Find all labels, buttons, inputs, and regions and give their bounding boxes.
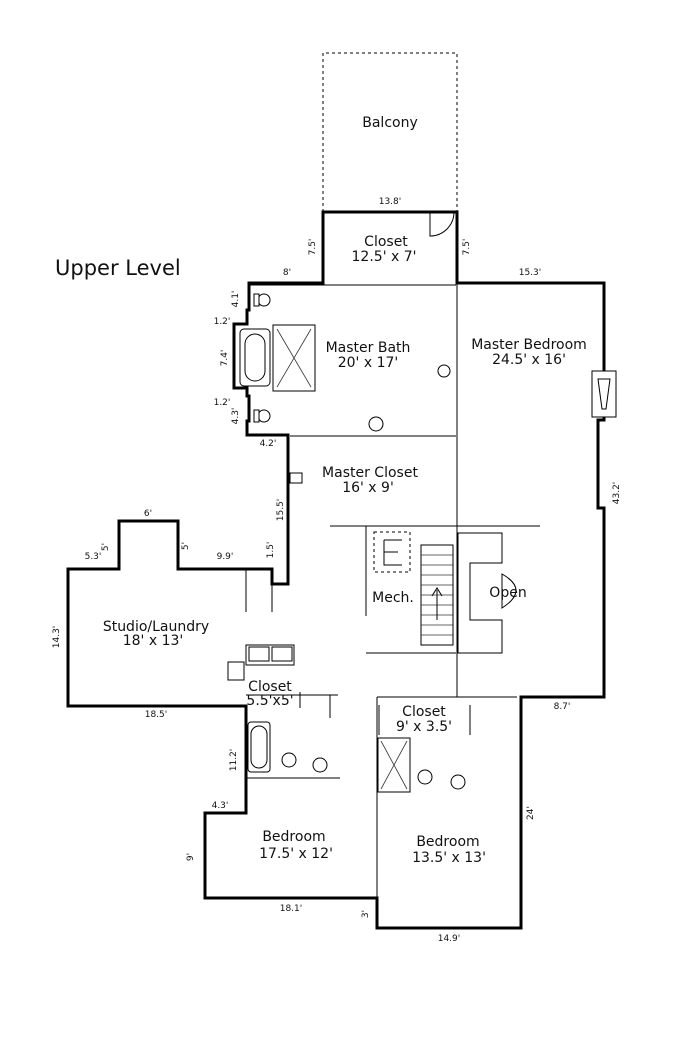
dim-label: 14.9' xyxy=(438,934,461,944)
fireplace-hearth xyxy=(597,378,611,410)
dim-label: 7.5' xyxy=(308,239,318,256)
master-bedroom-size: 24.5' x 16' xyxy=(492,352,566,368)
plan-title: Upper Level xyxy=(55,256,181,280)
studio-name: Studio/Laundry xyxy=(103,619,209,635)
bedroom-left-size: 17.5' x 12' xyxy=(259,846,333,862)
dim-label: 13.8' xyxy=(379,197,402,207)
dim-label: 18.5' xyxy=(145,710,168,720)
dim-label: 9.9' xyxy=(217,552,234,562)
bedroom-left-bath-fixtures xyxy=(247,721,328,773)
dimension-labels-vertical: 7.5' 7.5' 4.1' 7.4' 4.3' 15.5' 43.2' 5' … xyxy=(52,239,622,919)
dim-label: 7.5' xyxy=(462,239,472,256)
dim-label: 15.3' xyxy=(519,268,542,278)
dim-label: 8' xyxy=(283,268,291,278)
closet-small-name: Closet xyxy=(248,679,292,695)
dim-label: 1.2' xyxy=(214,317,231,327)
bedroom-left-name: Bedroom xyxy=(262,829,325,845)
closet-door xyxy=(429,211,455,237)
laundry-fixtures xyxy=(227,644,295,681)
dim-label: 4.1' xyxy=(231,291,241,308)
dim-label: 18.1' xyxy=(280,904,303,914)
dimension-labels: 13.8' 8' 15.3' 1.2' 1.2' 4.2' 6' 5.3' 9.… xyxy=(85,197,571,944)
dim-label: 4.2' xyxy=(260,439,277,449)
closet-right-name: Closet xyxy=(402,704,446,720)
dim-label: 9' xyxy=(186,853,196,861)
dim-label: 43.2' xyxy=(612,482,622,505)
bedroom-right-bath-fixtures xyxy=(377,737,466,793)
studio-size: 18' x 13' xyxy=(123,633,184,649)
open-label: Open xyxy=(489,585,526,601)
fireplace xyxy=(591,370,617,418)
closet-right-size: 9' x 3.5' xyxy=(396,719,452,735)
dim-label: 14.3' xyxy=(52,626,62,649)
master-bath-size: 20' x 17' xyxy=(338,355,399,371)
dim-label: 4.3' xyxy=(212,801,229,811)
master-closet-size: 16' x 9' xyxy=(342,480,394,496)
dim-label: 6' xyxy=(144,509,152,519)
bedroom-right-name: Bedroom xyxy=(416,834,479,850)
master-bedroom-name: Master Bedroom xyxy=(471,337,587,353)
dim-label: 4.3' xyxy=(231,408,241,425)
exterior-wall xyxy=(66,210,606,930)
dim-label: 24' xyxy=(526,806,536,820)
dim-label: 3' xyxy=(361,910,371,918)
dim-label: 11.2' xyxy=(229,749,239,772)
closet-top-size: 12.5' x 7' xyxy=(352,249,417,265)
dim-label: 7.4' xyxy=(220,350,230,367)
dim-label: 1.5' xyxy=(266,542,276,559)
master-bath-name: Master Bath xyxy=(326,340,411,356)
interior-walls xyxy=(245,283,540,928)
dim-label: 5' xyxy=(101,543,111,551)
closet-small-size: 5.5'x5' xyxy=(246,693,293,709)
dim-label: 1.2' xyxy=(214,398,231,408)
mech-label: Mech. xyxy=(372,590,414,606)
master-bath-fixtures xyxy=(239,293,451,484)
room-labels: Balcony Closet 12.5' x 7' Master Bath 20… xyxy=(103,115,587,866)
bedroom-right-size: 13.5' x 13' xyxy=(412,850,486,866)
dim-label: 5.3' xyxy=(85,552,102,562)
stairs xyxy=(373,531,517,654)
closet-top-name: Closet xyxy=(364,234,408,250)
dim-label: 5' xyxy=(181,542,191,550)
dim-label: 15.5' xyxy=(276,499,286,522)
balcony-label: Balcony xyxy=(362,115,418,131)
balcony-outline xyxy=(322,52,458,212)
master-closet-name: Master Closet xyxy=(322,465,418,481)
dim-label: 8.7' xyxy=(554,702,571,712)
